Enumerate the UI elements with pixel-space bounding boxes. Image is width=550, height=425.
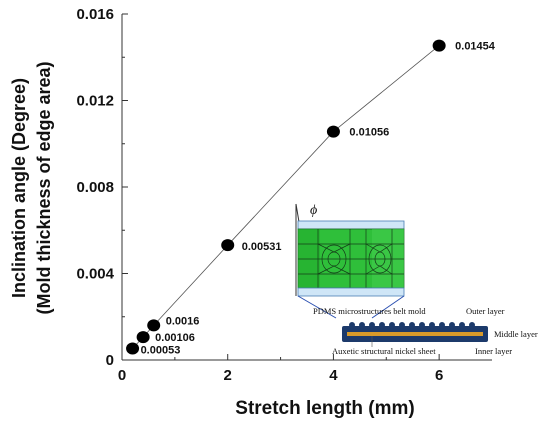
phi-angle-line: [295, 203, 300, 223]
middle-layer-label: Middle layer: [494, 329, 538, 339]
sheet-label: Auxetic structural nickel sheet: [332, 346, 436, 356]
mesh-bottom-strip: [297, 287, 405, 297]
y-tick-label: 0.012: [76, 93, 114, 110]
data-label: 0.01454: [455, 41, 496, 53]
data-label: 0.00106: [155, 332, 195, 344]
callout-line-right: [371, 295, 405, 319]
mold-label: PDMS microstructures belt mold: [313, 306, 426, 316]
x-tick-label: 6: [435, 367, 443, 384]
y-tick-label: 0.004: [76, 266, 114, 283]
data-label: 0.00053: [141, 345, 181, 357]
data-label: 0.01056: [349, 127, 389, 139]
data-point: [136, 331, 150, 344]
x-axis-title: Stretch length (mm): [235, 398, 414, 419]
markers: [126, 39, 446, 355]
mesh-shade-left: [298, 229, 320, 288]
callout-line-left: [297, 295, 337, 319]
data-point: [432, 39, 446, 52]
axes: [121, 14, 492, 361]
data-point: [221, 239, 235, 252]
y-tick-label: 0: [106, 352, 114, 369]
phi-symbol: ϕ: [310, 203, 317, 218]
y-axis-title-line1: Inclination angle (Degree): [9, 78, 29, 298]
data-label: 0.0016: [166, 315, 200, 327]
y-tick-label: 0.016: [76, 6, 114, 23]
mesh-grid: [298, 229, 404, 288]
data-point: [326, 125, 340, 138]
x-tick-label: 0: [118, 367, 126, 384]
nickel-sheet: [347, 332, 483, 336]
inset-illustration: ϕ PDMS microstructures belt mold Outer l…: [295, 203, 538, 356]
mesh-shade-right: [372, 229, 404, 288]
data-point: [126, 342, 140, 355]
data-point: [147, 319, 161, 332]
outer-layer-label: Outer layer: [466, 306, 505, 316]
mesh-top-strip: [297, 220, 405, 230]
y-axis-title-line2: (Mold thickness of edge area): [34, 61, 54, 314]
x-tick-label: 2: [224, 367, 232, 384]
inner-layer-label: Inner layer: [475, 346, 512, 356]
y-ticks: 0 0.004 0.008 0.012 0.016: [76, 6, 128, 369]
x-tick-label: 4: [329, 367, 338, 384]
y-tick-label: 0.008: [76, 179, 114, 196]
x-ticks: 0 2 4 6: [118, 354, 443, 384]
data-label: 0.00531: [242, 241, 282, 253]
